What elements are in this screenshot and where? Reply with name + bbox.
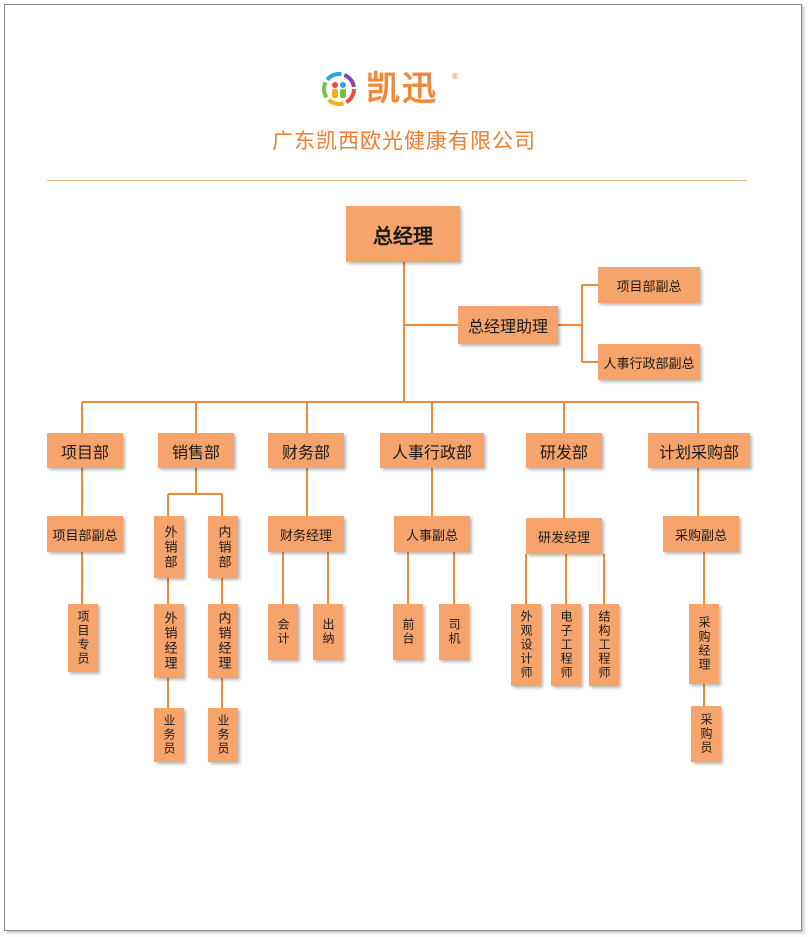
node-domestic-manager-label: 内销经理 [215, 611, 231, 671]
dept-purchasing: 计划采购部 [648, 433, 750, 468]
node-structural-engineer: 结构工程师 [589, 604, 619, 686]
node-export-manager: 外销经理 [154, 604, 184, 678]
node-domestic-manager: 内销经理 [208, 604, 238, 678]
node-purchaser: 采购员 [691, 706, 721, 762]
node-general-manager: 总经理 [346, 206, 460, 262]
node-accountant: 会计 [268, 604, 298, 660]
node-industrial-designer: 外观设计师 [511, 604, 541, 686]
company-name: 广东凯西欧光健康有限公司 [272, 129, 536, 153]
node-accountant-label: 会计 [276, 618, 290, 646]
brand-logo-icon [322, 72, 356, 106]
node-domestic-salesperson-label: 业务员 [216, 714, 230, 756]
node-domestic-sales-label: 内销部 [215, 524, 231, 570]
dept-rd: 研发部 [526, 433, 602, 468]
node-purchasing-manager: 采购经理 [689, 604, 719, 684]
node-project-specialist-label: 项目专员 [76, 610, 90, 666]
node-reception-label: 前台 [401, 618, 415, 646]
trademark-mark: ® [451, 72, 459, 81]
brand-name: 凯迅 [366, 69, 438, 109]
node-hr-vp: 人事副总 [394, 516, 470, 552]
node-structural-engineer-label: 结构工程师 [597, 610, 611, 680]
node-domestic-sales: 内销部 [208, 516, 238, 578]
dept-project: 项目部 [47, 433, 123, 468]
node-driver: 司机 [439, 604, 469, 660]
node-export-sales: 外销部 [154, 516, 184, 578]
header-divider [47, 180, 747, 181]
node-electronics-engineer: 电子工程师 [551, 604, 581, 686]
node-export-sales-label: 外销部 [161, 524, 177, 570]
node-project-specialist: 项目专员 [68, 604, 98, 672]
node-finance-manager: 财务经理 [268, 516, 344, 552]
node-reception: 前台 [393, 604, 423, 660]
node-export-salesperson-label: 业务员 [162, 714, 176, 756]
node-cashier: 出纳 [313, 604, 343, 660]
node-purchasing-vp: 采购副总 [663, 516, 739, 552]
node-industrial-designer-label: 外观设计师 [519, 610, 533, 680]
node-hr-admin-vp: 人事行政部副总 [598, 344, 700, 380]
node-rd-manager: 研发经理 [526, 518, 602, 554]
node-cashier-label: 出纳 [321, 618, 335, 646]
node-project-vp: 项目部副总 [598, 267, 700, 303]
dept-finance: 财务部 [268, 433, 344, 468]
node-purchaser-label: 采购员 [699, 713, 713, 755]
node-domestic-salesperson: 业务员 [208, 708, 238, 762]
dept-hr-admin: 人事行政部 [380, 433, 484, 468]
node-electronics-engineer-label: 电子工程师 [559, 610, 573, 680]
node-purchasing-manager-label: 采购经理 [697, 616, 711, 672]
node-export-manager-label: 外销经理 [161, 611, 177, 671]
dept-sales: 销售部 [158, 433, 234, 468]
node-project-dept-vp: 项目部副总 [47, 516, 123, 552]
node-export-salesperson: 业务员 [154, 708, 184, 762]
node-gm-assistant: 总经理助理 [458, 306, 558, 344]
node-driver-label: 司机 [447, 618, 461, 646]
